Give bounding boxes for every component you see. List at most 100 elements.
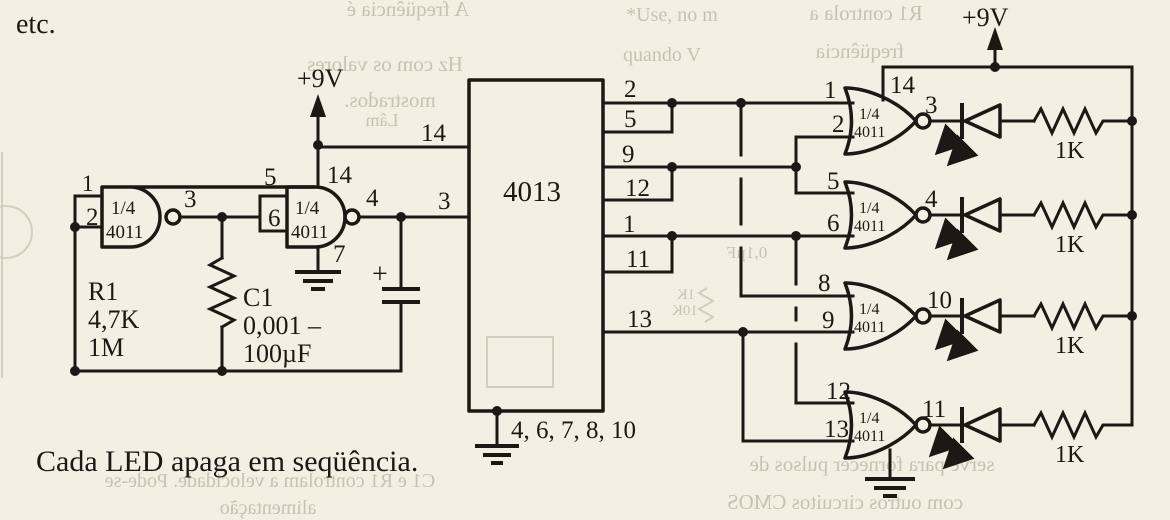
page-bleedthrough-shapes bbox=[0, 152, 716, 388]
pin-label: 13 bbox=[627, 306, 652, 333]
gate-fraction-label: 1/4 bbox=[859, 106, 879, 123]
bleed-text: mostrados. bbox=[344, 88, 436, 112]
pin-label: 6 bbox=[268, 205, 281, 232]
bleed-text: quando V bbox=[623, 44, 702, 66]
pin-label: 14 bbox=[421, 120, 447, 147]
resistor-r1: R1 4,7K 1M bbox=[88, 255, 238, 362]
nand-gate-d: 12 13 11 1/4 4011 bbox=[824, 378, 946, 498]
component-value: 0,001 – bbox=[243, 311, 322, 340]
pin-label: 3 bbox=[438, 188, 451, 215]
inverter-bubble-icon bbox=[914, 416, 932, 434]
nand-gate-1: 1 2 3 1/4 4011 bbox=[82, 171, 315, 249]
pin-label: 5 bbox=[264, 164, 277, 191]
junction-dots bbox=[70, 62, 1137, 416]
ic-4013-body bbox=[467, 78, 605, 413]
pin-label: 1 bbox=[824, 77, 837, 104]
ic-4013: 4013 14 3 2 5 9 12 1 11 13 4, 6, 7, 8, 1… bbox=[421, 76, 652, 465]
pin-label: 4 bbox=[366, 185, 379, 212]
pin-label: 2 bbox=[624, 76, 637, 103]
resistor-1k-4: 1K bbox=[1031, 409, 1134, 468]
bleed-text: 10K bbox=[672, 303, 698, 319]
gate-chip-label: 4011 bbox=[106, 222, 143, 243]
figure-caption: Cada LED apaga em seqüência. bbox=[36, 445, 418, 478]
light-arrows-icon bbox=[928, 425, 975, 470]
pin-label: 4 bbox=[925, 186, 938, 213]
up-arrow-icon bbox=[987, 27, 1003, 50]
resistor-1k-2: 1K bbox=[1031, 199, 1134, 258]
gate-fraction-label: 1/4 bbox=[859, 410, 879, 427]
led-diode-icon bbox=[963, 197, 1002, 233]
led-diode-icon bbox=[963, 298, 1002, 334]
bleed-text: A freqüência é bbox=[347, 0, 469, 21]
component-label: C1 bbox=[243, 283, 273, 312]
ground-icon bbox=[475, 444, 519, 465]
gate-chip-label: 4011 bbox=[854, 124, 885, 141]
gate-fraction-label: 1/4 bbox=[111, 198, 136, 219]
nand-gate-c: 8 9 10 1/4 4011 bbox=[818, 270, 952, 351]
resistor-value-label: 1K bbox=[1055, 232, 1085, 258]
led-1 bbox=[934, 103, 1002, 167]
up-arrow-icon bbox=[310, 94, 326, 117]
bleed-text: alimentação bbox=[220, 497, 317, 519]
led-4 bbox=[928, 407, 1002, 470]
gate-fraction-label: 1/4 bbox=[859, 301, 879, 318]
resistor-value-label: 1K bbox=[1055, 138, 1085, 164]
ground-icon bbox=[865, 477, 915, 498]
bleed-text: com outros circuitos CMOS bbox=[727, 490, 963, 514]
bleed-text: C1 e R1 controlam a velocidade. Pode-se bbox=[105, 470, 436, 492]
nand-gate-a: 1 2 3 14 1/4 4011 bbox=[824, 72, 938, 156]
polarity-plus-label: + bbox=[372, 259, 388, 290]
bleed-text: *Use, no m bbox=[626, 4, 718, 26]
bleed-text: freqüência bbox=[815, 39, 904, 63]
light-arrows-icon bbox=[934, 318, 979, 362]
led-diode-icon bbox=[963, 103, 1002, 139]
component-value: 100µF bbox=[243, 339, 311, 368]
led-3 bbox=[934, 298, 1002, 362]
wires bbox=[73, 38, 1134, 479]
pin-label: 9 bbox=[622, 141, 635, 168]
led-2 bbox=[934, 197, 1002, 261]
pin-label: 12 bbox=[826, 378, 851, 405]
capacitor-c1: + C1 0,001 – 100µF bbox=[243, 259, 420, 368]
page-note: etc. bbox=[16, 9, 56, 40]
pin-label: 1 bbox=[82, 171, 94, 196]
resistor-1k-1: 1K bbox=[1031, 105, 1134, 164]
bleed-text: Hz com os valores bbox=[307, 52, 463, 76]
gate-chip-label: 4011 bbox=[291, 222, 328, 243]
supply-voltage-label: +9V bbox=[962, 3, 1009, 32]
pin-label: 5 bbox=[624, 106, 637, 133]
pin-label: 8 bbox=[818, 270, 831, 297]
supply-voltage-label: +9V bbox=[297, 64, 344, 93]
gate-fraction-label: 1/4 bbox=[295, 198, 320, 219]
ground-icon bbox=[295, 270, 341, 291]
inverter-bubble-icon bbox=[164, 208, 182, 226]
pin-label: 9 bbox=[822, 307, 835, 334]
ic-name-label: 4013 bbox=[503, 176, 561, 208]
nand-gate-1-body bbox=[100, 185, 315, 249]
resistor-value-label: 1K bbox=[1055, 333, 1085, 359]
bleed-text: 1K bbox=[677, 287, 696, 303]
supply-left: +9V bbox=[297, 64, 344, 117]
resistor-value-label: 1K bbox=[1055, 442, 1085, 468]
gate-chip-label: 4011 bbox=[854, 319, 885, 336]
inverter-bubble-icon bbox=[914, 206, 932, 224]
resistor-1k-3: 1K bbox=[1031, 300, 1134, 359]
pin-label: 11 bbox=[626, 246, 650, 273]
light-arrows-icon bbox=[934, 123, 979, 167]
gate-fraction-label: 1/4 bbox=[859, 200, 879, 217]
inverter-bubble-icon bbox=[914, 112, 932, 130]
nand-gate-2: 5 6 14 4 7 1/4 4011 bbox=[264, 162, 379, 291]
component-value: 1M bbox=[88, 333, 124, 362]
pin-label: 11 bbox=[922, 396, 946, 423]
pin-label: 5 bbox=[827, 168, 840, 195]
nand-gate-b: 5 6 4 1/4 4011 bbox=[827, 168, 938, 250]
pin-label: 13 bbox=[824, 416, 849, 443]
gate-chip-label: 4011 bbox=[854, 428, 885, 445]
bleed-text: 0,1µF bbox=[727, 243, 768, 262]
pin-label: 7 bbox=[333, 241, 346, 268]
pin-label: 3 bbox=[925, 92, 938, 119]
led-diode-icon bbox=[963, 407, 1002, 443]
ground-pins-label: 4, 6, 7, 8, 10 bbox=[511, 417, 636, 444]
